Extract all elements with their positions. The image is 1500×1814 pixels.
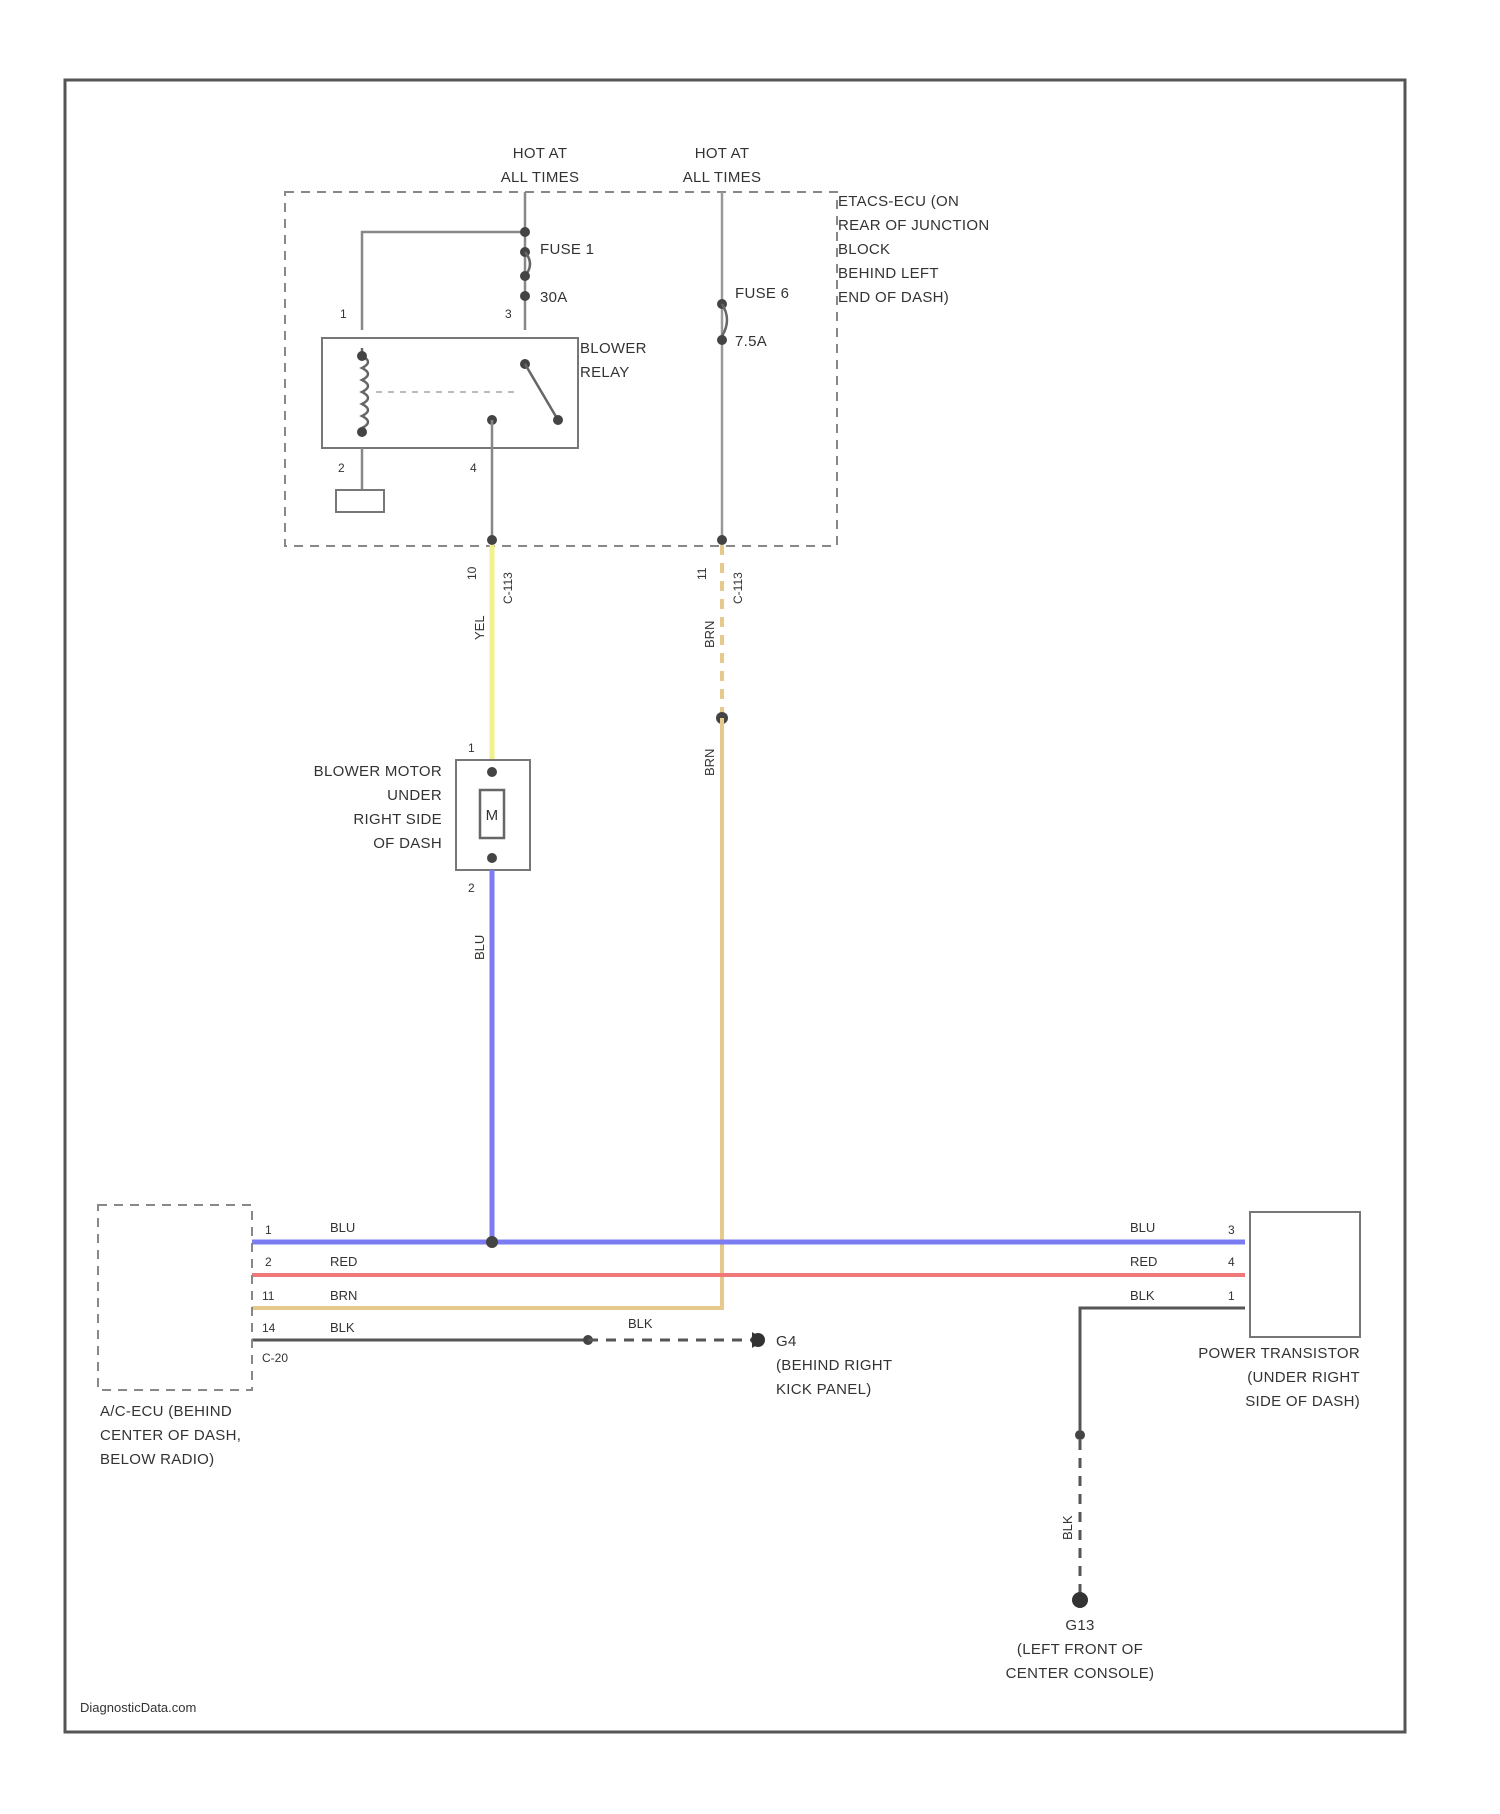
junction-block-label-line: BLOCK	[838, 241, 890, 258]
fuse6-name: FUSE 6	[735, 285, 789, 302]
relay-terminal	[357, 351, 367, 361]
bus-wire-code: BLU	[1130, 1220, 1155, 1235]
power-transistor-pin: 4	[1228, 1255, 1235, 1269]
ac-ecu-connector: C-20	[262, 1351, 288, 1365]
bus-wire-code: BLK	[330, 1320, 355, 1335]
bus-wire-code: BLU	[330, 1220, 355, 1235]
junction-pin-terminal	[717, 535, 727, 545]
bus-wire-code: RED	[330, 1254, 357, 1269]
fuse6-terminal	[717, 335, 727, 345]
relay-pin-label: 1	[340, 307, 347, 321]
blk-connector-dot	[1075, 1430, 1085, 1440]
blower-motor-pin: 1	[468, 741, 475, 755]
junction-block-label-line: ETACS-ECU (ON	[838, 193, 959, 210]
wire-code-yel: YEL	[472, 615, 487, 640]
ground-g4-point	[751, 1333, 765, 1347]
ac-ecu-outline	[98, 1205, 252, 1390]
blower-motor-terminal	[487, 767, 497, 777]
blu-splice-dot	[486, 1236, 498, 1248]
ground-g13-name: G13	[1065, 1617, 1094, 1634]
bus-wire-code: BLK	[1130, 1288, 1155, 1303]
ground-g13-icon	[1072, 1592, 1088, 1608]
bus-wire-codes: BLU RED BRN BLK BLU RED BLK BLK BLK	[330, 1220, 1157, 1540]
fuse1-rating: 30A	[540, 289, 568, 306]
bus-wire-code: RED	[1130, 1254, 1157, 1269]
fuse1-name: FUSE 1	[540, 241, 594, 258]
blower-motor-pin: 2	[468, 881, 475, 895]
g13-wire-code: BLK	[1060, 1515, 1075, 1540]
wire-code-blu: BLU	[472, 935, 487, 960]
fuse1-terminal	[520, 291, 530, 301]
junction-block-label-line: BEHIND LEFT	[838, 265, 939, 282]
junction-connector-label: C-113	[501, 572, 515, 604]
fuse6: FUSE 6 7.5A	[717, 285, 789, 350]
wire-code-brn: BRN	[702, 621, 717, 648]
ac-ecu-pin: 2	[265, 1255, 272, 1269]
junction-pin-label: 10	[465, 566, 479, 580]
power-label-fuse6: HOT AT ALL TIMES	[683, 145, 762, 186]
fuse6-rating: 7.5A	[735, 333, 767, 350]
power-transistor-label-line: POWER TRANSISTOR	[1198, 1345, 1360, 1362]
power-transistor-label-line: (UNDER RIGHT	[1247, 1369, 1360, 1386]
blower-motor-label-line: UNDER	[387, 787, 442, 804]
power-transistor-pin: 1	[1228, 1289, 1235, 1303]
ground-g13-label-line: CENTER CONSOLE)	[1006, 1665, 1155, 1682]
blower-motor-terminal	[487, 853, 497, 863]
power-label-line: HOT AT	[513, 145, 568, 162]
relay-switch-icon	[525, 364, 558, 420]
watermark: DiagnosticData.com	[80, 1700, 196, 1715]
ac-ecu-label-line: A/C-ECU (BEHIND	[100, 1403, 232, 1420]
ac-ecu-pin: 1	[265, 1223, 272, 1237]
ground-g13: G13 (LEFT FRONT OF CENTER CONSOLE)	[1006, 1592, 1155, 1682]
power-label-line: HOT AT	[695, 145, 750, 162]
wire-code-brn: BRN	[702, 749, 717, 776]
junction-connector-label: C-113	[731, 572, 745, 604]
ground-g4-label-line: (BEHIND RIGHT	[776, 1357, 892, 1374]
junction-pin-terminal	[487, 535, 497, 545]
wire-blk-transistor	[1080, 1308, 1245, 1430]
blower-motor-label-line: BLOWER MOTOR	[314, 763, 442, 780]
blower-relay-label-line: BLOWER	[580, 340, 647, 357]
diagram-frame	[65, 80, 1405, 1732]
relay-pin-label: 3	[505, 307, 512, 321]
ground-g4: G4 (BEHIND RIGHT KICK PANEL)	[751, 1332, 892, 1398]
fuse1-terminal	[520, 227, 530, 237]
ac-ecu-label-line: BELOW RADIO)	[100, 1451, 214, 1468]
power-transistor-label-line: SIDE OF DASH)	[1245, 1393, 1360, 1410]
power-label-line: ALL TIMES	[683, 169, 762, 186]
ground-g4-label-line: KICK PANEL)	[776, 1381, 872, 1398]
blower-motor-symbol: M	[486, 807, 499, 824]
relay-coil-feed-line	[362, 232, 525, 330]
ac-ecu-pin: 14	[262, 1321, 276, 1335]
power-transistor-box	[1250, 1212, 1360, 1337]
g4-wire-code: BLK	[628, 1316, 653, 1331]
relay-terminal	[357, 427, 367, 437]
blower-motor-label-line: OF DASH	[373, 835, 442, 852]
ground-g13-label-line: (LEFT FRONT OF	[1017, 1641, 1143, 1658]
power-label-fuse1: HOT AT ALL TIMES	[501, 145, 580, 186]
junction-block-label-line: REAR OF JUNCTION	[838, 217, 989, 234]
fuse1-terminal	[520, 271, 530, 281]
relay-pin-label: 2	[338, 461, 345, 475]
power-transistor-pin: 3	[1228, 1223, 1235, 1237]
fuse1: FUSE 1 30A	[520, 227, 594, 306]
relay-pin-label: 4	[470, 461, 477, 475]
ac-ecu-label-line: CENTER OF DASH,	[100, 1427, 241, 1444]
ground-g4-name: G4	[776, 1333, 797, 1350]
junction-pin-label: 11	[695, 567, 709, 580]
bus-wire-code: BRN	[330, 1288, 357, 1303]
relay-ground-icon	[336, 490, 384, 512]
junction-block-label-line: END OF DASH)	[838, 289, 949, 306]
blower-motor: M 1 2 BLOWER MOTOR UNDER RIGHT SIDE OF D…	[314, 741, 530, 895]
power-label-line: ALL TIMES	[501, 169, 580, 186]
blower-relay-label-line: RELAY	[580, 364, 630, 381]
relay-terminal	[553, 415, 563, 425]
blower-motor-label-line: RIGHT SIDE	[353, 811, 442, 828]
blower-relay: BLOWER RELAY 1 3 2 4	[322, 307, 647, 540]
ac-ecu-pin: 11	[262, 1289, 275, 1303]
junction-block-label: ETACS-ECU (ON REAR OF JUNCTION BLOCK BEH…	[838, 193, 989, 306]
